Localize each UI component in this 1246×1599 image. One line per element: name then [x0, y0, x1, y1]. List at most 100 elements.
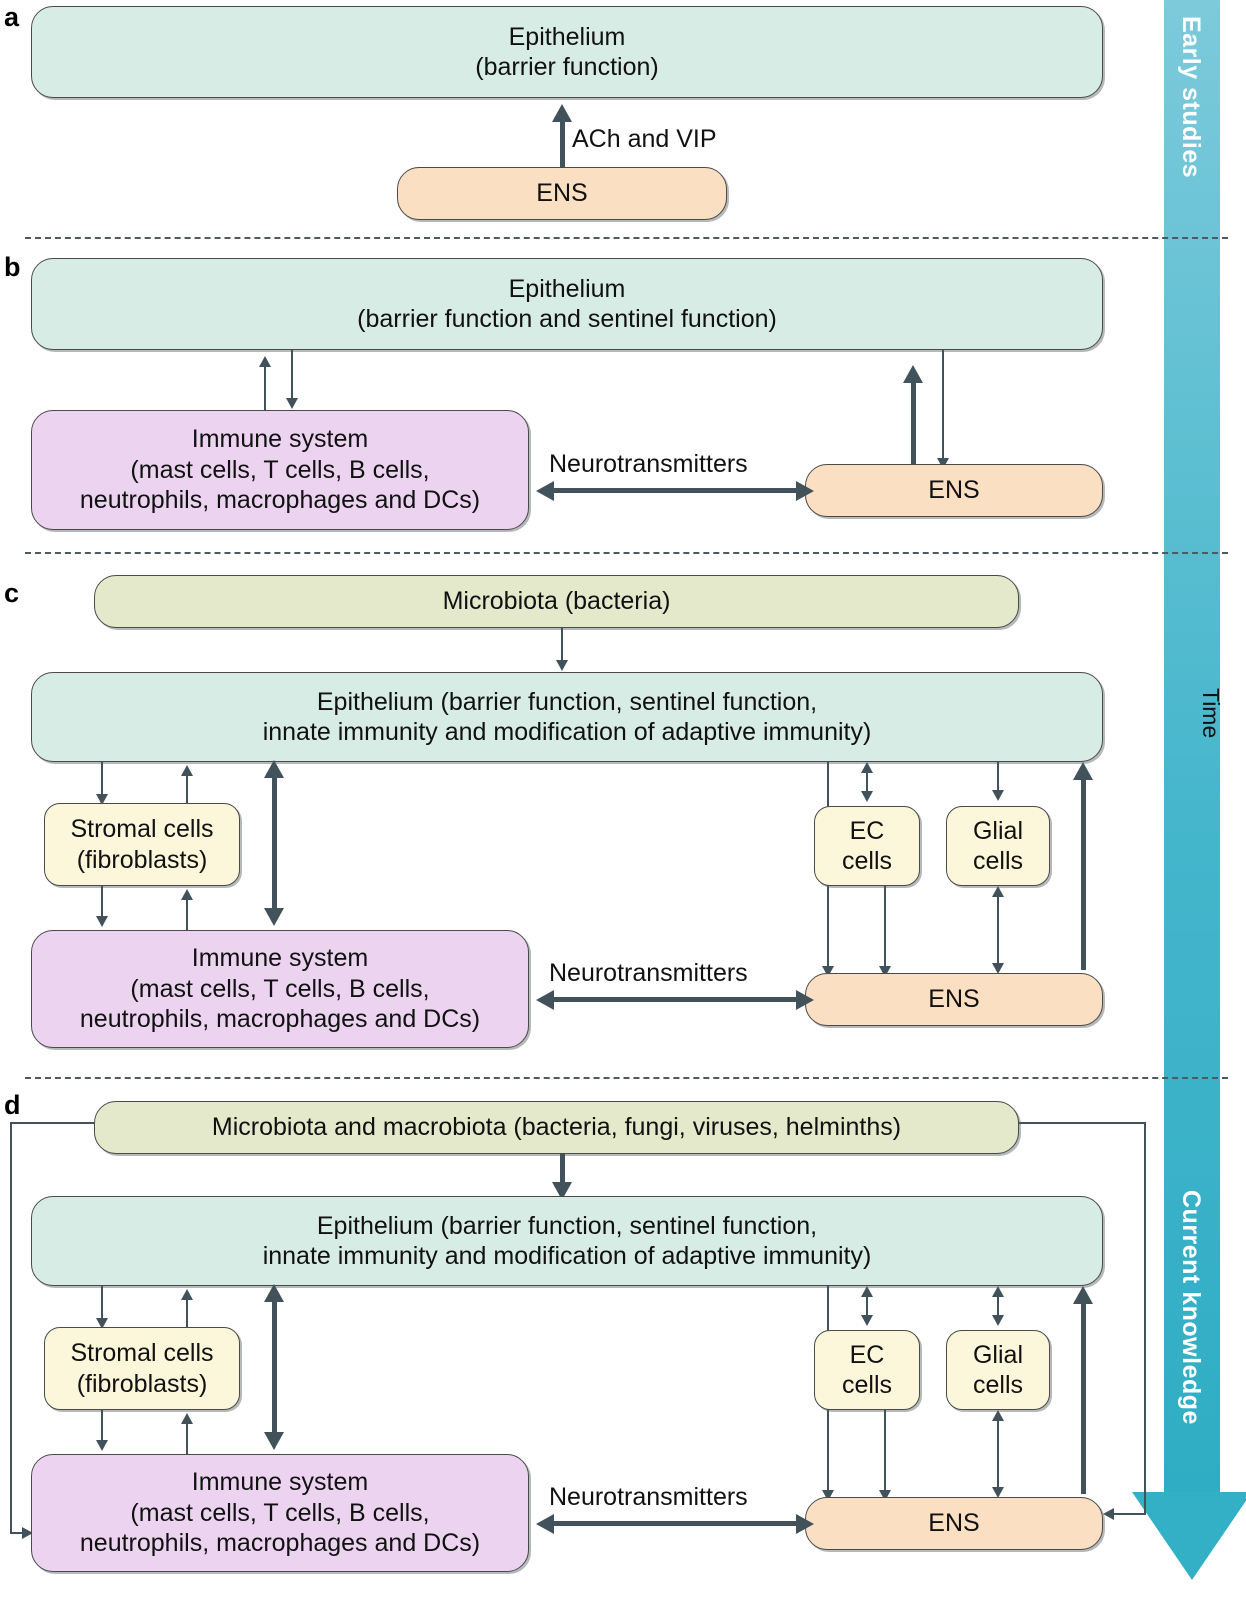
panel-c-arrowhead-down-stromal-icon [96, 794, 108, 805]
panel-d-line-epithelium-glial [997, 1292, 999, 1324]
panel-c-arrowhead-up-immune-icon [181, 889, 193, 900]
panel-d-feedback-right-vertical [1144, 1122, 1146, 1514]
panel-d-ec-line2: cells [841, 1371, 892, 1399]
panel-d-arrowhead-down-glial-ens-icon [992, 1487, 1004, 1498]
panel-b-line-epithelium-to-ens [942, 350, 944, 462]
panel-c-line-epithelium-to-glial [997, 762, 999, 794]
panel-b-immune-line1: Immune system [191, 425, 369, 454]
panel-c-arrowhead-down-glial-ens-icon [992, 963, 1004, 974]
separator-a-b [25, 237, 1228, 239]
panel-d-microbiota-box: Microbiota and macrobiota (bacteria, fun… [94, 1101, 1019, 1154]
panel-b-neurotransmitters-label: Neurotransmitters [549, 450, 748, 478]
panel-b-neurotransmitter-line [550, 488, 798, 493]
panel-d-line-stromal-to-immune [101, 1410, 103, 1442]
panel-b-ens-box: ENS [805, 464, 1103, 517]
panel-d-arrowhead-down-immune-icon [96, 1440, 108, 1451]
panel-c-arrowhead-down-ec-icon [861, 791, 873, 802]
panel-c-ec-line2: cells [841, 847, 892, 875]
panel-d-glial-cells-box: Glial cells [946, 1330, 1050, 1410]
panel-b-arrowhead-up-icon [259, 356, 271, 367]
panel-d-arrowhead-left-icon [536, 1514, 554, 1534]
panel-d-neurotransmitter-line [550, 1521, 798, 1526]
panel-b-epithelium-line2: (barrier function and sentinel function) [357, 305, 777, 333]
panel-a-arrow-label: ACh and VIP [572, 125, 717, 153]
panel-d-ec-line1: EC [849, 1340, 885, 1369]
panel-a-ens-box: ENS [397, 167, 727, 220]
panel-d-immune-line3: neutrophils, macrophages and DCs) [79, 1529, 481, 1558]
panel-c-line-microbiota-to-epithelium [561, 628, 563, 666]
panel-d-epithelium-box: Epithelium (barrier function, sentinel f… [31, 1196, 1103, 1286]
panel-a-epithelium-line1: Epithelium [508, 22, 626, 51]
panel-d-arrowhead-left-ens-icon [1103, 1508, 1114, 1520]
panel-d-stromal-line1: Stromal cells [70, 1339, 214, 1367]
panel-d-arrowhead-up-ec-icon [861, 1286, 873, 1297]
panel-d-arrowhead-up-thick-icon [264, 1284, 284, 1302]
panel-d-arrowhead-down-ec-icon [861, 1315, 873, 1326]
panel-c-immune-box: Immune system (mast cells, T cells, B ce… [31, 930, 529, 1048]
panel-d-line-epithelium-immune-thick [272, 1300, 277, 1434]
panel-letter-c: c [4, 578, 20, 608]
timeline-axis-label: Time [1198, 688, 1224, 739]
panel-b-epithelium-line1: Epithelium [508, 274, 626, 303]
panel-d-line-epithelium-ec [866, 1292, 868, 1324]
panel-c-arrowhead-up-ec-icon [861, 762, 873, 773]
panel-c-line-glial-ens [997, 892, 999, 970]
panel-c-line-epithelium-ec [866, 768, 868, 800]
panel-c-arrowhead-down-ens-long-icon [822, 966, 834, 977]
panel-d-arrowhead-down-ens-long-icon [822, 1490, 834, 1501]
panel-c-glial-cells-box: Glial cells [946, 806, 1050, 886]
panel-c-arrowhead-right-icon [796, 990, 814, 1010]
panel-c-line-ec-to-ens [884, 886, 886, 970]
panel-c-neurotransmitters-label: Neurotransmitters [549, 959, 748, 987]
panel-c-line-immune-to-stromal [186, 898, 188, 930]
panel-c-stromal-box: Stromal cells (fibroblasts) [44, 803, 240, 886]
panel-b-arrowhead-down-ens-icon [937, 458, 949, 469]
panel-d-arrowhead-up-immune-icon [181, 1413, 193, 1424]
panel-d-stromal-box: Stromal cells (fibroblasts) [44, 1327, 240, 1410]
panel-d-arrowhead-down-ec-ens-icon [879, 1490, 891, 1501]
panel-d-feedback-right-top [1000, 1122, 1146, 1124]
panel-d-arrowhead-down-glial-icon [992, 1315, 1004, 1326]
timeline-label-current-knowledge: Current knowledge [1177, 1190, 1205, 1425]
panel-b-immune-box: Immune system (mast cells, T cells, B ce… [31, 410, 529, 530]
panel-c-ec-cells-box: EC cells [814, 806, 920, 886]
panel-c-arrowhead-up-ens-thick-icon [1073, 762, 1093, 780]
panel-c-line-ens-to-epithelium-thick [1081, 778, 1086, 970]
panel-c-arrowhead-down-micro-icon [556, 660, 568, 671]
panel-letter-a: a [4, 2, 20, 32]
panel-d-arrowhead-up-glial-ens-icon [992, 1410, 1004, 1421]
separator-b-c [25, 552, 1228, 554]
panel-d-line-epithelium-to-stromal [101, 1286, 103, 1322]
panel-d-epithelium-line2: innate immunity and modification of adap… [262, 1242, 872, 1270]
panel-d-glial-line1: Glial [972, 1340, 1023, 1369]
panel-d-arrowhead-up-glial-icon [992, 1286, 1004, 1297]
panel-b-arrowhead-right-icon [796, 481, 814, 501]
panel-d-arrowhead-right-icon [796, 1514, 814, 1534]
panel-c-arrowhead-up-thick-icon [264, 760, 284, 778]
panel-d-arrowhead-up-stromal-icon [181, 1289, 193, 1300]
panel-c-epithelium-line2: innate immunity and modification of adap… [262, 718, 872, 746]
panel-d-line-microbiota-to-epithelium [560, 1154, 565, 1184]
panel-c-epithelium-line1: Epithelium (barrier function, sentinel f… [316, 687, 818, 716]
panel-d-arrowhead-down-thick-icon [264, 1432, 284, 1450]
panel-d-arrowhead-up-ens-thick-icon [1073, 1286, 1093, 1304]
panel-a-ens-label: ENS [536, 179, 588, 208]
panel-letter-b: b [4, 252, 21, 282]
panel-c-stromal-line1: Stromal cells [70, 815, 214, 843]
panel-c-neurotransmitter-line [550, 997, 798, 1002]
panel-d-stromal-line2: (fibroblasts) [76, 1369, 208, 1398]
panel-d-ens-label: ENS [928, 1509, 980, 1538]
panel-d-arrowhead-down-micro-icon [552, 1182, 572, 1200]
panel-c-ens-box: ENS [805, 973, 1103, 1026]
panel-c-arrowhead-left-icon [536, 990, 554, 1010]
panel-b-immune-line3: neutrophils, macrophages and DCs) [79, 486, 481, 515]
panel-letter-d: d [4, 1090, 21, 1120]
panel-c-glial-line2: cells [972, 847, 1023, 875]
panel-a-epithelium-box: Epithelium (barrier function) [31, 6, 1103, 98]
panel-b-arrowhead-left-icon [536, 481, 554, 501]
panel-a-arrowhead-up-icon [552, 104, 572, 122]
panel-d-ens-box: ENS [805, 1497, 1103, 1550]
panel-d-immune-line1: Immune system [191, 1468, 369, 1497]
panel-d-line-ec-to-ens [884, 1410, 886, 1494]
separator-c-d [25, 1077, 1228, 1079]
